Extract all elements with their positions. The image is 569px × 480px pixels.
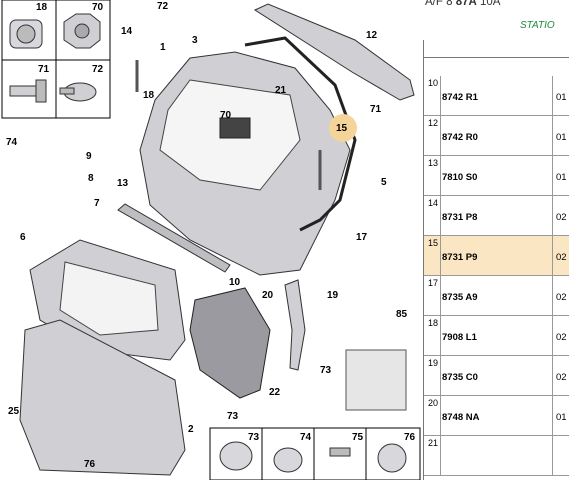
row-index: 14 bbox=[428, 198, 439, 208]
part-reference: 8742 R0 bbox=[442, 132, 478, 143]
part-quantity: 01 bbox=[556, 412, 567, 423]
table-row[interactable]: 21 bbox=[424, 436, 569, 476]
callout-72b: 72 bbox=[157, 1, 169, 12]
callout-14: 14 bbox=[121, 26, 133, 37]
highlight-callout-15 bbox=[329, 114, 357, 142]
callout-71a: 71 bbox=[38, 64, 50, 75]
part-reference: 8748 NA bbox=[442, 412, 480, 423]
part-quantity: 02 bbox=[556, 212, 567, 223]
callout-22: 22 bbox=[269, 387, 281, 398]
callout-73b: 73 bbox=[227, 411, 239, 422]
callout-10: 10 bbox=[229, 277, 241, 288]
callout-2: 2 bbox=[188, 424, 194, 435]
part-quantity: 02 bbox=[556, 372, 567, 383]
catalog-header: A/F 8 87A 10A bbox=[425, 0, 501, 8]
callout-72a: 72 bbox=[92, 64, 104, 75]
part-quantity: 01 bbox=[556, 172, 567, 183]
callout-85: 85 bbox=[396, 309, 408, 320]
callout-73a: 73 bbox=[320, 365, 332, 376]
row-index: 10 bbox=[428, 78, 439, 88]
callout-9: 9 bbox=[86, 151, 92, 162]
part-reference: 7810 S0 bbox=[442, 172, 478, 183]
row-index: 15 bbox=[428, 238, 439, 248]
callout-19: 19 bbox=[327, 290, 339, 301]
row-index: 17 bbox=[428, 278, 439, 288]
part-quantity: 02 bbox=[556, 252, 567, 263]
row-index: 19 bbox=[428, 358, 439, 368]
part-reference: 7908 L1 bbox=[442, 332, 477, 343]
seal-part bbox=[244, 36, 357, 232]
callout-76b: 76 bbox=[404, 432, 416, 443]
callout-73c: 73 bbox=[248, 432, 260, 443]
fastener-inset-top bbox=[1, 0, 111, 119]
part-reference: 8735 C0 bbox=[442, 372, 478, 383]
row-index: 13 bbox=[428, 158, 439, 168]
callout-7: 7 bbox=[94, 198, 100, 209]
callout-70a: 70 bbox=[92, 2, 104, 13]
spoiler-part bbox=[253, 3, 415, 101]
callout-70b: 70 bbox=[220, 110, 232, 121]
callout-18b: 18 bbox=[143, 90, 155, 101]
callout-74: 74 bbox=[6, 137, 18, 148]
part-quantity: 01 bbox=[556, 92, 567, 103]
callout-76a: 76 bbox=[84, 459, 96, 470]
callout-3: 3 bbox=[192, 35, 198, 46]
part-reference: 8731 P9 bbox=[442, 252, 478, 263]
fastener-inset-bottom bbox=[209, 427, 421, 480]
part-quantity: 01 bbox=[556, 132, 567, 143]
callout-8: 8 bbox=[88, 173, 94, 184]
row-index: 18 bbox=[428, 318, 439, 328]
callout-6: 6 bbox=[20, 232, 26, 243]
callout-1: 1 bbox=[160, 42, 166, 53]
callout-15: 15 bbox=[336, 123, 348, 134]
row-index: 20 bbox=[428, 398, 439, 408]
trim-strip-part bbox=[117, 203, 231, 273]
callout-75: 75 bbox=[352, 432, 364, 443]
station-label: STATIO bbox=[520, 20, 555, 31]
callout-20: 20 bbox=[262, 290, 274, 301]
part-reference: 8731 P8 bbox=[442, 212, 478, 223]
part-reference: 8742 R1 bbox=[442, 92, 478, 103]
row-index: 12 bbox=[428, 118, 439, 128]
callout-18a: 18 bbox=[36, 2, 48, 13]
callout-25: 25 bbox=[8, 406, 20, 417]
callout-17: 17 bbox=[356, 232, 368, 243]
lock-module-part bbox=[189, 287, 271, 399]
callout-13: 13 bbox=[117, 178, 129, 189]
part-quantity: 02 bbox=[556, 292, 567, 303]
callout-71b: 71 bbox=[370, 104, 382, 115]
callout-12: 12 bbox=[366, 30, 378, 41]
outer-panel-part bbox=[19, 319, 186, 476]
callout-5: 5 bbox=[381, 177, 387, 188]
part-quantity: 02 bbox=[556, 332, 567, 343]
part-reference: 8735 A9 bbox=[442, 292, 478, 303]
row-index: 21 bbox=[428, 438, 439, 448]
callout-74b: 74 bbox=[300, 432, 312, 443]
callout-21: 21 bbox=[275, 85, 287, 96]
